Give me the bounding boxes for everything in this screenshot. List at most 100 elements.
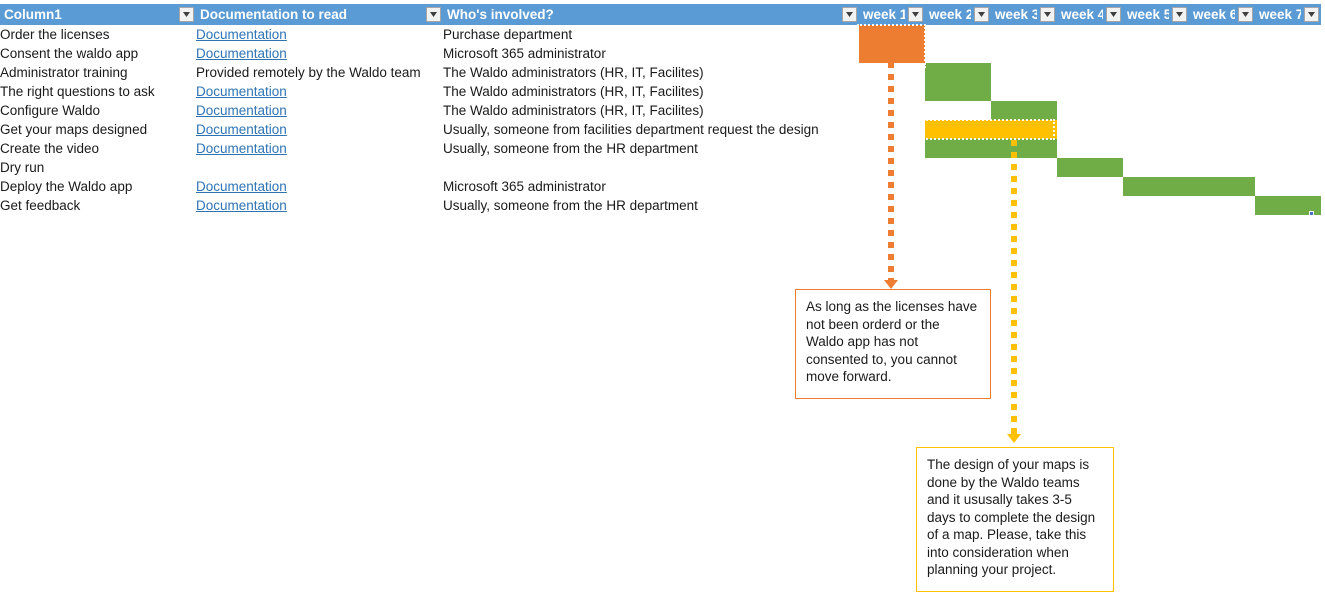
cell-week-3[interactable] [991,120,1057,139]
cell-week-7[interactable] [1255,158,1321,177]
cell-week-6[interactable] [1189,196,1255,215]
cell-week-4[interactable] [1057,25,1123,44]
cell-week-2[interactable] [925,158,991,177]
cell-week-4[interactable] [1057,120,1123,139]
cell-week-4[interactable] [1057,63,1123,82]
cell-week-2[interactable] [925,44,991,63]
cell-week-4[interactable] [1057,101,1123,120]
filter-chevron-down-icon[interactable] [1172,7,1187,22]
cell-week-3[interactable] [991,101,1057,120]
cell-who-involved[interactable]: Usually, someone from facilities departm… [443,120,859,139]
cell-week-1[interactable] [859,25,925,44]
cell-week-7[interactable] [1255,120,1321,139]
cell-week-3[interactable] [991,25,1057,44]
cell-who-involved[interactable]: Purchase department [443,25,859,44]
column-header-w2[interactable]: week 2 [925,4,991,25]
documentation-link[interactable]: Documentation [196,27,287,42]
column-header-w1[interactable]: week 1 [859,4,925,25]
filter-chevron-down-icon[interactable] [1040,7,1055,22]
cell-week-5[interactable] [1123,120,1189,139]
cell-week-2[interactable] [925,63,991,82]
table-row[interactable]: Dry run [0,158,1321,177]
cell-week-6[interactable] [1189,139,1255,158]
cell-week-7[interactable] [1255,101,1321,120]
filter-chevron-down-icon[interactable] [179,7,194,22]
gantt-bar-amber[interactable] [925,120,991,139]
column-header-doc[interactable]: Documentation to read [196,4,443,25]
cell-week-6[interactable] [1189,120,1255,139]
cell-who-involved[interactable]: The Waldo administrators (HR, IT, Facili… [443,63,859,82]
cell-week-5[interactable] [1123,63,1189,82]
documentation-link[interactable]: Documentation [196,122,287,137]
cell-documentation[interactable]: Documentation [196,44,443,63]
cell-week-6[interactable] [1189,177,1255,196]
gantt-bar-green[interactable] [1189,177,1255,196]
cell-week-2[interactable] [925,196,991,215]
cell-week-3[interactable] [991,82,1057,101]
cell-week-2[interactable] [925,139,991,158]
cell-week-7[interactable] [1255,139,1321,158]
column-header-w6[interactable]: week 6 [1189,4,1255,25]
cell-task[interactable]: Create the video [0,139,196,158]
cell-who-involved[interactable]: Usually, someone from the HR department [443,139,859,158]
cell-documentation[interactable]: Documentation [196,139,443,158]
cell-week-7[interactable] [1255,196,1321,215]
cell-documentation[interactable]: Documentation [196,120,443,139]
gantt-bar-green[interactable] [1255,196,1321,215]
cell-week-5[interactable] [1123,139,1189,158]
filter-chevron-down-icon[interactable] [1304,7,1319,22]
filter-chevron-down-icon[interactable] [842,7,857,22]
cell-who-involved[interactable] [443,158,859,177]
cell-week-7[interactable] [1255,82,1321,101]
documentation-link[interactable]: Documentation [196,141,287,156]
cell-task[interactable]: Administrator training [0,63,196,82]
cell-week-2[interactable] [925,25,991,44]
documentation-link[interactable]: Documentation [196,179,287,194]
cell-week-5[interactable] [1123,25,1189,44]
cell-task[interactable]: The right questions to ask [0,82,196,101]
cell-week-3[interactable] [991,196,1057,215]
gantt-bar-amber[interactable] [991,120,1057,139]
cell-week-2[interactable] [925,82,991,101]
cell-week-4[interactable] [1057,196,1123,215]
cell-who-involved[interactable]: Microsoft 365 administrator [443,177,859,196]
gantt-bar-green[interactable] [991,101,1057,120]
column-header-w3[interactable]: week 3 [991,4,1057,25]
cell-week-7[interactable] [1255,44,1321,63]
cell-week-4[interactable] [1057,82,1123,101]
cell-week-7[interactable] [1255,25,1321,44]
cell-week-3[interactable] [991,63,1057,82]
cell-week-3[interactable] [991,44,1057,63]
gantt-bar-orange[interactable] [859,44,925,63]
cell-documentation[interactable] [196,158,443,177]
cell-week-1[interactable] [859,44,925,63]
cell-who-involved[interactable]: Usually, someone from the HR department [443,196,859,215]
cell-week-3[interactable] [991,177,1057,196]
column-header-task[interactable]: Column1 [0,4,196,25]
cell-week-5[interactable] [1123,177,1189,196]
cell-week-6[interactable] [1189,63,1255,82]
gantt-bar-green[interactable] [925,82,991,101]
gantt-bar-orange[interactable] [859,25,925,44]
filter-chevron-down-icon[interactable] [974,7,989,22]
cell-week-2[interactable] [925,177,991,196]
documentation-link[interactable]: Documentation [196,103,287,118]
cell-week-2[interactable] [925,120,991,139]
documentation-link[interactable]: Documentation [196,198,287,213]
cell-week-4[interactable] [1057,177,1123,196]
cell-week-4[interactable] [1057,44,1123,63]
cell-week-5[interactable] [1123,82,1189,101]
cell-week-6[interactable] [1189,101,1255,120]
cell-week-3[interactable] [991,139,1057,158]
cell-task[interactable]: Get your maps designed [0,120,196,139]
cell-week-4[interactable] [1057,139,1123,158]
cell-task[interactable]: Configure Waldo [0,101,196,120]
column-header-w4[interactable]: week 4 [1057,4,1123,25]
filter-chevron-down-icon[interactable] [426,7,441,22]
